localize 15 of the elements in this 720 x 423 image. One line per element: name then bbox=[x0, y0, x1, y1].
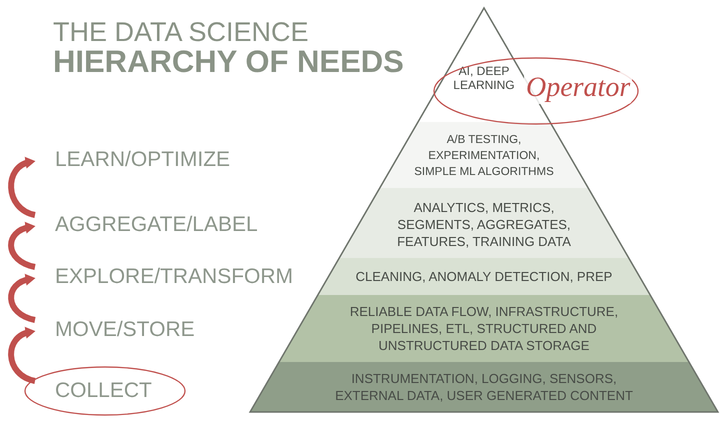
stage-label: COLLECT bbox=[34, 377, 152, 405]
curved-arrow bbox=[8, 274, 36, 323]
tier-text: RELIABLE DATA FLOW, INFRASTRUCTURE, PIPELINES, ETL, STRUCTURED AND UNSTRUCTURED DATA STORAGE bbox=[348, 303, 620, 354]
handwritten-note: Operator bbox=[524, 72, 632, 104]
stage-label: EXPLORE/TRANSFORM bbox=[34, 263, 294, 291]
tier-text: CLEANING, ANOMALY DETECTION, PREP bbox=[354, 268, 614, 285]
curved-arrow bbox=[8, 158, 36, 218]
stage-label: AGGREGATE/LABEL bbox=[34, 211, 258, 239]
stage-label: LEARN/OPTIMIZE bbox=[34, 146, 230, 174]
tier-text: A/B TESTING, EXPERIMENTATION, SIMPLE ML ALGORITHMS bbox=[413, 133, 555, 180]
curved-arrow bbox=[8, 222, 36, 270]
title: THE DATA SCIENCE HIERARCHY OF NEEDS bbox=[53, 18, 404, 78]
tier-text: INSTRUMENTATION, LOGGING, SENSORS, EXTERNAL DATA, USER GENERATED CONTENT bbox=[334, 370, 634, 404]
stage-label: MOVE/STORE bbox=[34, 316, 195, 344]
tier-text: ANALYTICS, METRICS, SEGMENTS, AGGREGATES, FEATURES, TRAINING DATA bbox=[396, 199, 572, 250]
